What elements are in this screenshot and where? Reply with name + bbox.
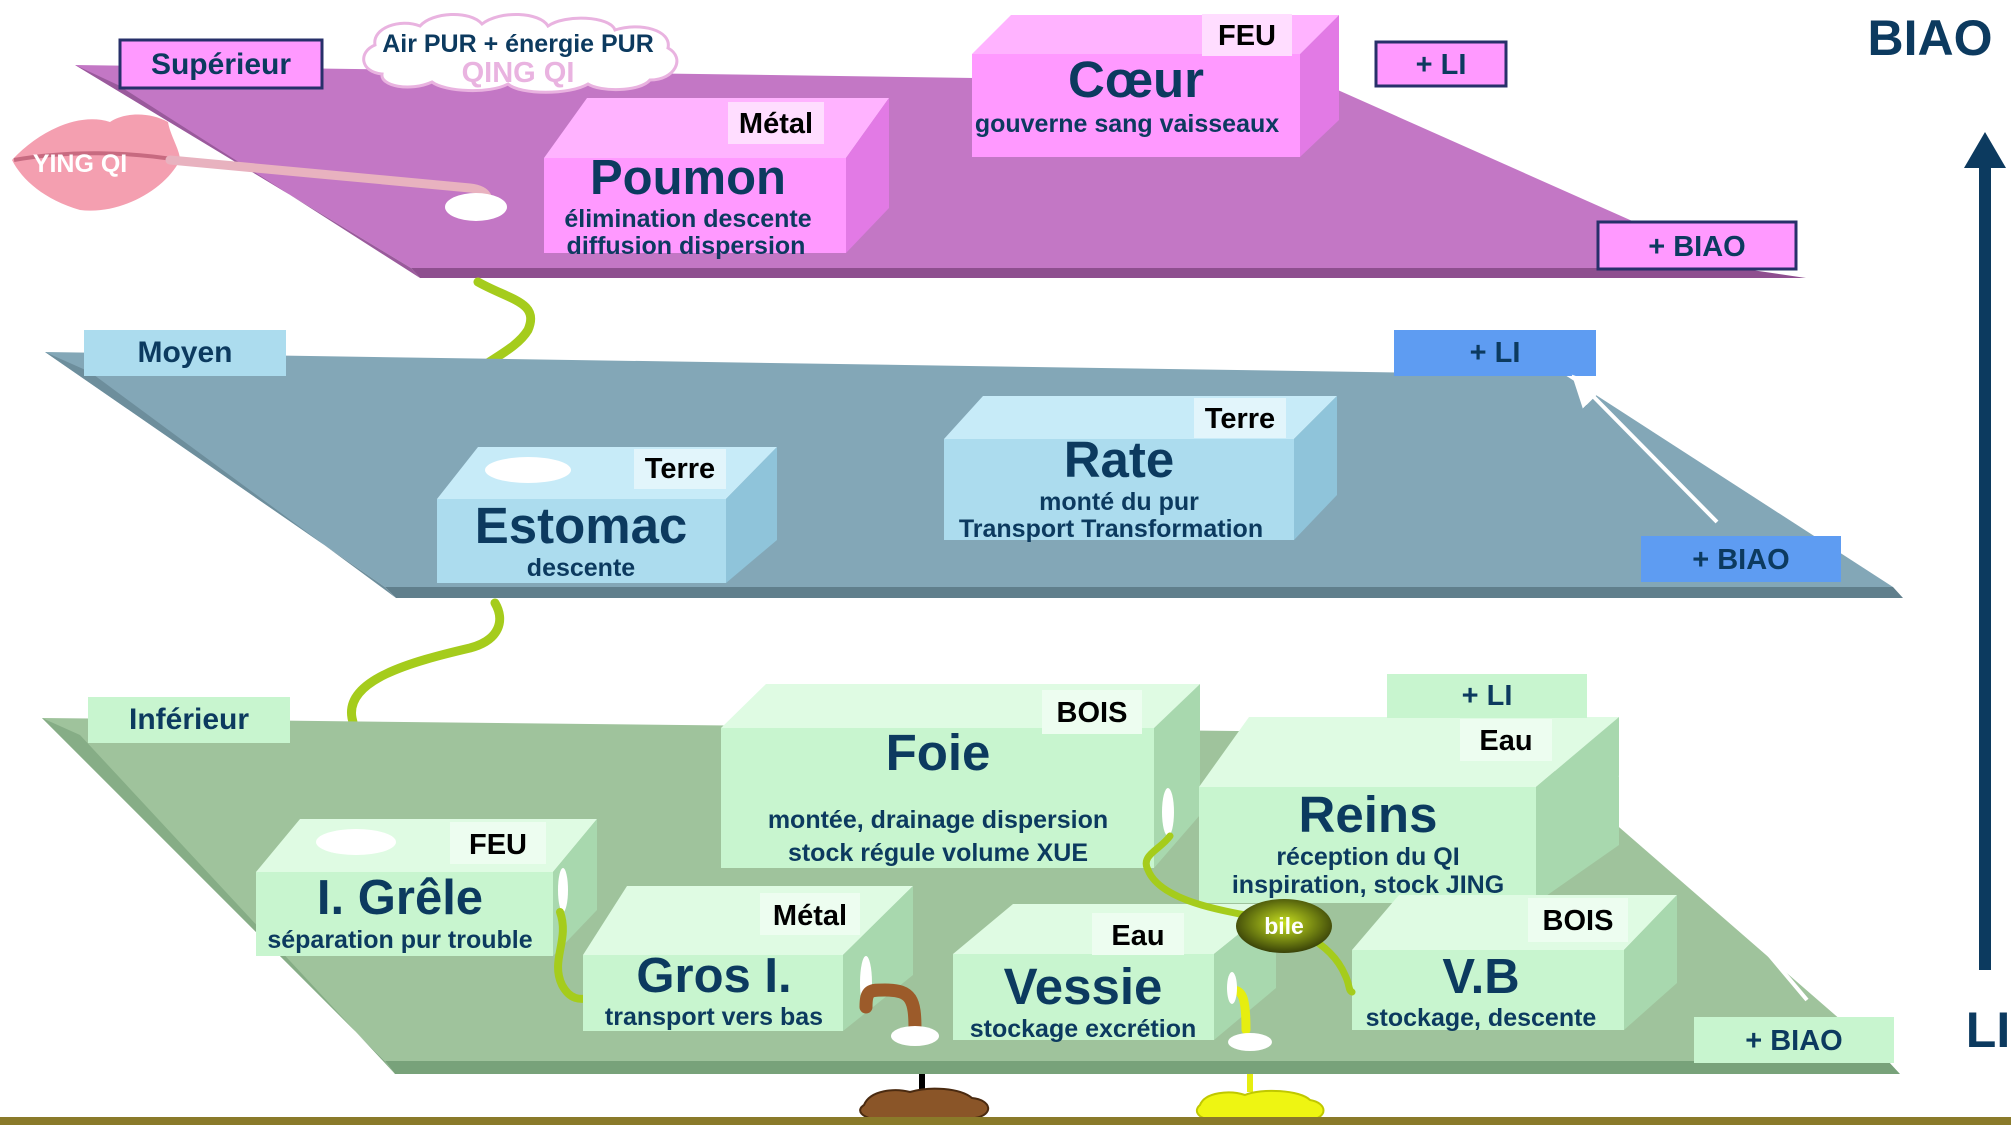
vessie-box: Eau Vessie stockage excrétion xyxy=(953,904,1276,1043)
ying-qi-label: YING QI xyxy=(33,150,127,178)
vessie-line1: stockage excrétion xyxy=(970,1015,1197,1043)
estomac-element: Terre xyxy=(645,453,715,485)
gros-name: Gros I. xyxy=(636,949,791,1003)
moyen-li-label: + LI xyxy=(1470,337,1521,369)
bile-blob: bile xyxy=(1236,899,1332,953)
superieur-tag: Supérieur xyxy=(118,38,324,90)
feces-tube xyxy=(859,983,922,1037)
inferieur-up-arrow xyxy=(1618,775,1809,1002)
coeur-element: FEU xyxy=(1218,20,1276,52)
rate-box: Terre Rate monté du pur Transport Transf… xyxy=(944,396,1337,543)
poumon-line2: diffusion dispersion xyxy=(567,232,806,260)
superieur-biao-tag: + BIAO xyxy=(1596,220,1798,271)
cloud-line2: QING QI xyxy=(462,57,575,89)
vb-box: BOIS V.B stockage, descente xyxy=(1352,895,1677,1032)
estomac-name: Estomac xyxy=(475,497,688,554)
mouth-icon: YING QI xyxy=(12,114,507,221)
moyen-up-arrow xyxy=(1571,374,1719,524)
poumon-name: Poumon xyxy=(590,151,786,205)
vessie-outlet xyxy=(1228,1033,1272,1051)
moyen-label: Moyen xyxy=(137,336,232,369)
superieur-li-tag: + LI xyxy=(1374,40,1508,88)
grele-line1: séparation pur trouble xyxy=(267,926,532,954)
foie-name: Foie xyxy=(886,724,991,781)
li-axis-label: LI xyxy=(1966,1002,2010,1058)
gros-element: Métal xyxy=(773,900,847,932)
gros-outlet xyxy=(891,1026,939,1046)
inferieur-biao-tag: + BIAO xyxy=(1694,1017,1894,1063)
superieur-li-label: + LI xyxy=(1416,49,1467,81)
reins-line1: réception du QI xyxy=(1276,843,1459,871)
estomac-box: Terre Estomac descente xyxy=(437,447,777,583)
coeur-box: FEU Cœur gouverne sang vaisseaux xyxy=(972,14,1339,157)
ground-line xyxy=(0,1117,2011,1125)
reins-name: Reins xyxy=(1299,786,1438,843)
rate-line2: Transport Transformation xyxy=(959,515,1263,543)
inferieur-biao-label: + BIAO xyxy=(1745,1025,1843,1057)
vb-line1: stockage, descente xyxy=(1366,1004,1597,1032)
poumon-inlet xyxy=(445,193,507,221)
li-biao-axis-arrow xyxy=(1964,132,2006,970)
foie-element: BOIS xyxy=(1057,697,1128,729)
vb-element: BOIS xyxy=(1543,905,1614,937)
gros-line1: transport vers bas xyxy=(605,1003,823,1031)
vb-name: V.B xyxy=(1442,950,1519,1004)
reins-line2: inspiration, stock JING xyxy=(1232,871,1504,899)
poumon-line1: élimination descente xyxy=(564,205,811,233)
coeur-name: Cœur xyxy=(1068,51,1204,108)
inferieur-tag: Inférieur xyxy=(88,697,290,743)
flow-arrow-3 xyxy=(554,908,594,1003)
inferieur-label: Inférieur xyxy=(129,703,249,736)
estomac-line1: descente xyxy=(527,554,635,582)
grele-element: FEU xyxy=(469,829,527,861)
rate-element: Terre xyxy=(1205,403,1275,435)
bile-label: bile xyxy=(1264,913,1304,939)
inferieur-li-label: + LI xyxy=(1462,680,1513,712)
poumon-element: Métal xyxy=(739,108,813,140)
biao-axis-label: BIAO xyxy=(1868,10,1993,66)
poumon-box: Métal Poumon élimination descente diffus… xyxy=(544,98,889,260)
superieur-label: Supérieur xyxy=(151,48,291,81)
rate-name: Rate xyxy=(1064,431,1175,488)
grele-inlet xyxy=(316,829,396,855)
cloud-line1: Air PUR + énergie PUR xyxy=(382,30,654,58)
reins-box: + LI Eau Reins réception du QI inspirati… xyxy=(1199,674,1619,903)
moyen-tag: Moyen xyxy=(84,330,286,376)
moyen-biao-label: + BIAO xyxy=(1692,544,1790,576)
reins-element: Eau xyxy=(1479,725,1532,757)
vessie-element: Eau xyxy=(1111,920,1164,952)
gros-box: Métal Gros I. transport vers bas xyxy=(583,886,913,1031)
moyen-li-tag: + LI xyxy=(1394,330,1596,376)
foie-line1: montée, drainage dispersion xyxy=(768,806,1108,834)
moyen-biao-tag: + BIAO xyxy=(1641,536,1841,582)
superieur-up-arrow xyxy=(1480,99,1642,205)
rate-line1: monté du pur xyxy=(1039,488,1199,516)
foie-line2: stock régule volume XUE xyxy=(788,839,1088,867)
vessie-name: Vessie xyxy=(1004,958,1163,1015)
grele-box: FEU I. Grêle séparation pur trouble xyxy=(256,819,597,956)
coeur-line1: gouverne sang vaisseaux xyxy=(975,110,1279,138)
estomac-inlet xyxy=(485,457,571,483)
superieur-biao-label: + BIAO xyxy=(1648,231,1746,263)
foie-box: BOIS Foie montée, drainage dispersion st… xyxy=(721,684,1200,868)
grele-name: I. Grêle xyxy=(317,871,483,925)
